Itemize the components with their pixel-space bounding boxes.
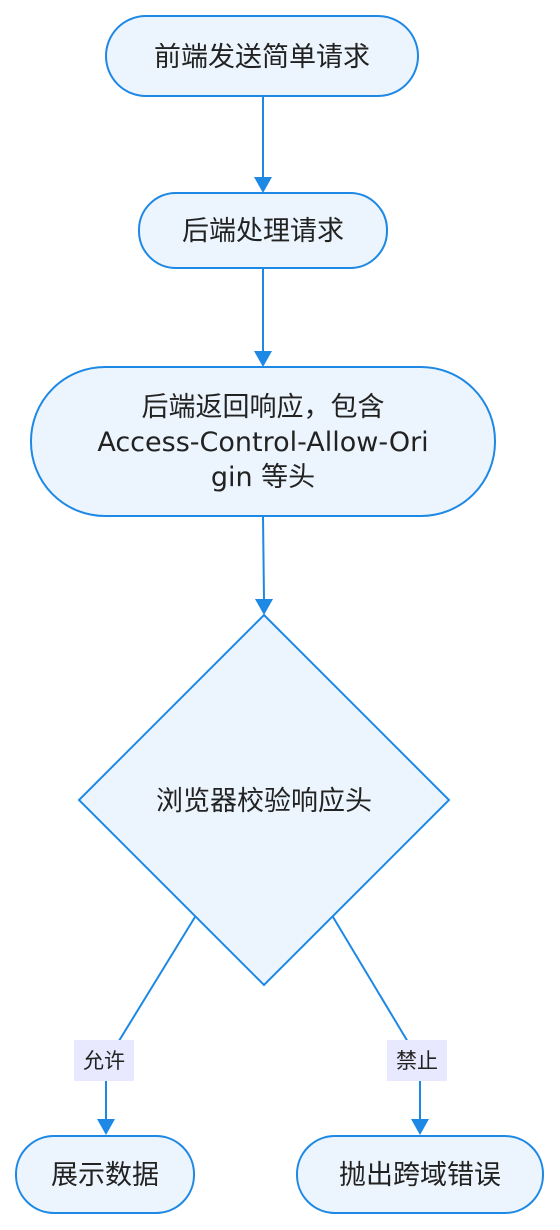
arrow-head [411,1119,429,1135]
node-check: 浏览器校验响应头 [77,613,451,987]
node-process: 后端处理请求 [138,192,388,269]
node-response-line1: 后端返回响应，包含 [142,392,385,423]
node-response-line2: Access-Control-Allow-Ori [97,427,428,458]
edge-label-allow-text: 允许 [83,1049,125,1073]
node-success-label: 展示数据 [51,1160,159,1191]
edge-label-allow: 允许 [74,1040,134,1081]
node-check-label: 浏览器校验响应头 [156,786,372,817]
edge-allow [97,916,196,1135]
node-start-label: 前端发送简单请求 [154,42,370,73]
edge-start-to-process [254,96,272,193]
node-response: 后端返回响应，包含 Access-Control-Allow-Ori gin 等… [30,366,496,517]
edge-response-to-check [255,515,273,615]
node-response-line3: gin 等头 [211,462,315,493]
arrow-head [254,351,272,367]
edge-process-to-response [254,268,272,367]
node-error: 抛出跨域错误 [296,1135,544,1214]
node-success: 展示数据 [15,1135,195,1214]
edge-label-deny: 禁止 [387,1040,447,1081]
arrow-head [255,599,273,615]
node-process-label: 后端处理请求 [182,216,344,247]
arrow-head [97,1119,115,1135]
arrow-head [254,177,272,193]
node-error-label: 抛出跨域错误 [339,1160,501,1191]
edge-deny [332,916,429,1135]
node-start: 前端发送简单请求 [105,15,419,97]
edge-label-deny-text: 禁止 [396,1049,438,1073]
